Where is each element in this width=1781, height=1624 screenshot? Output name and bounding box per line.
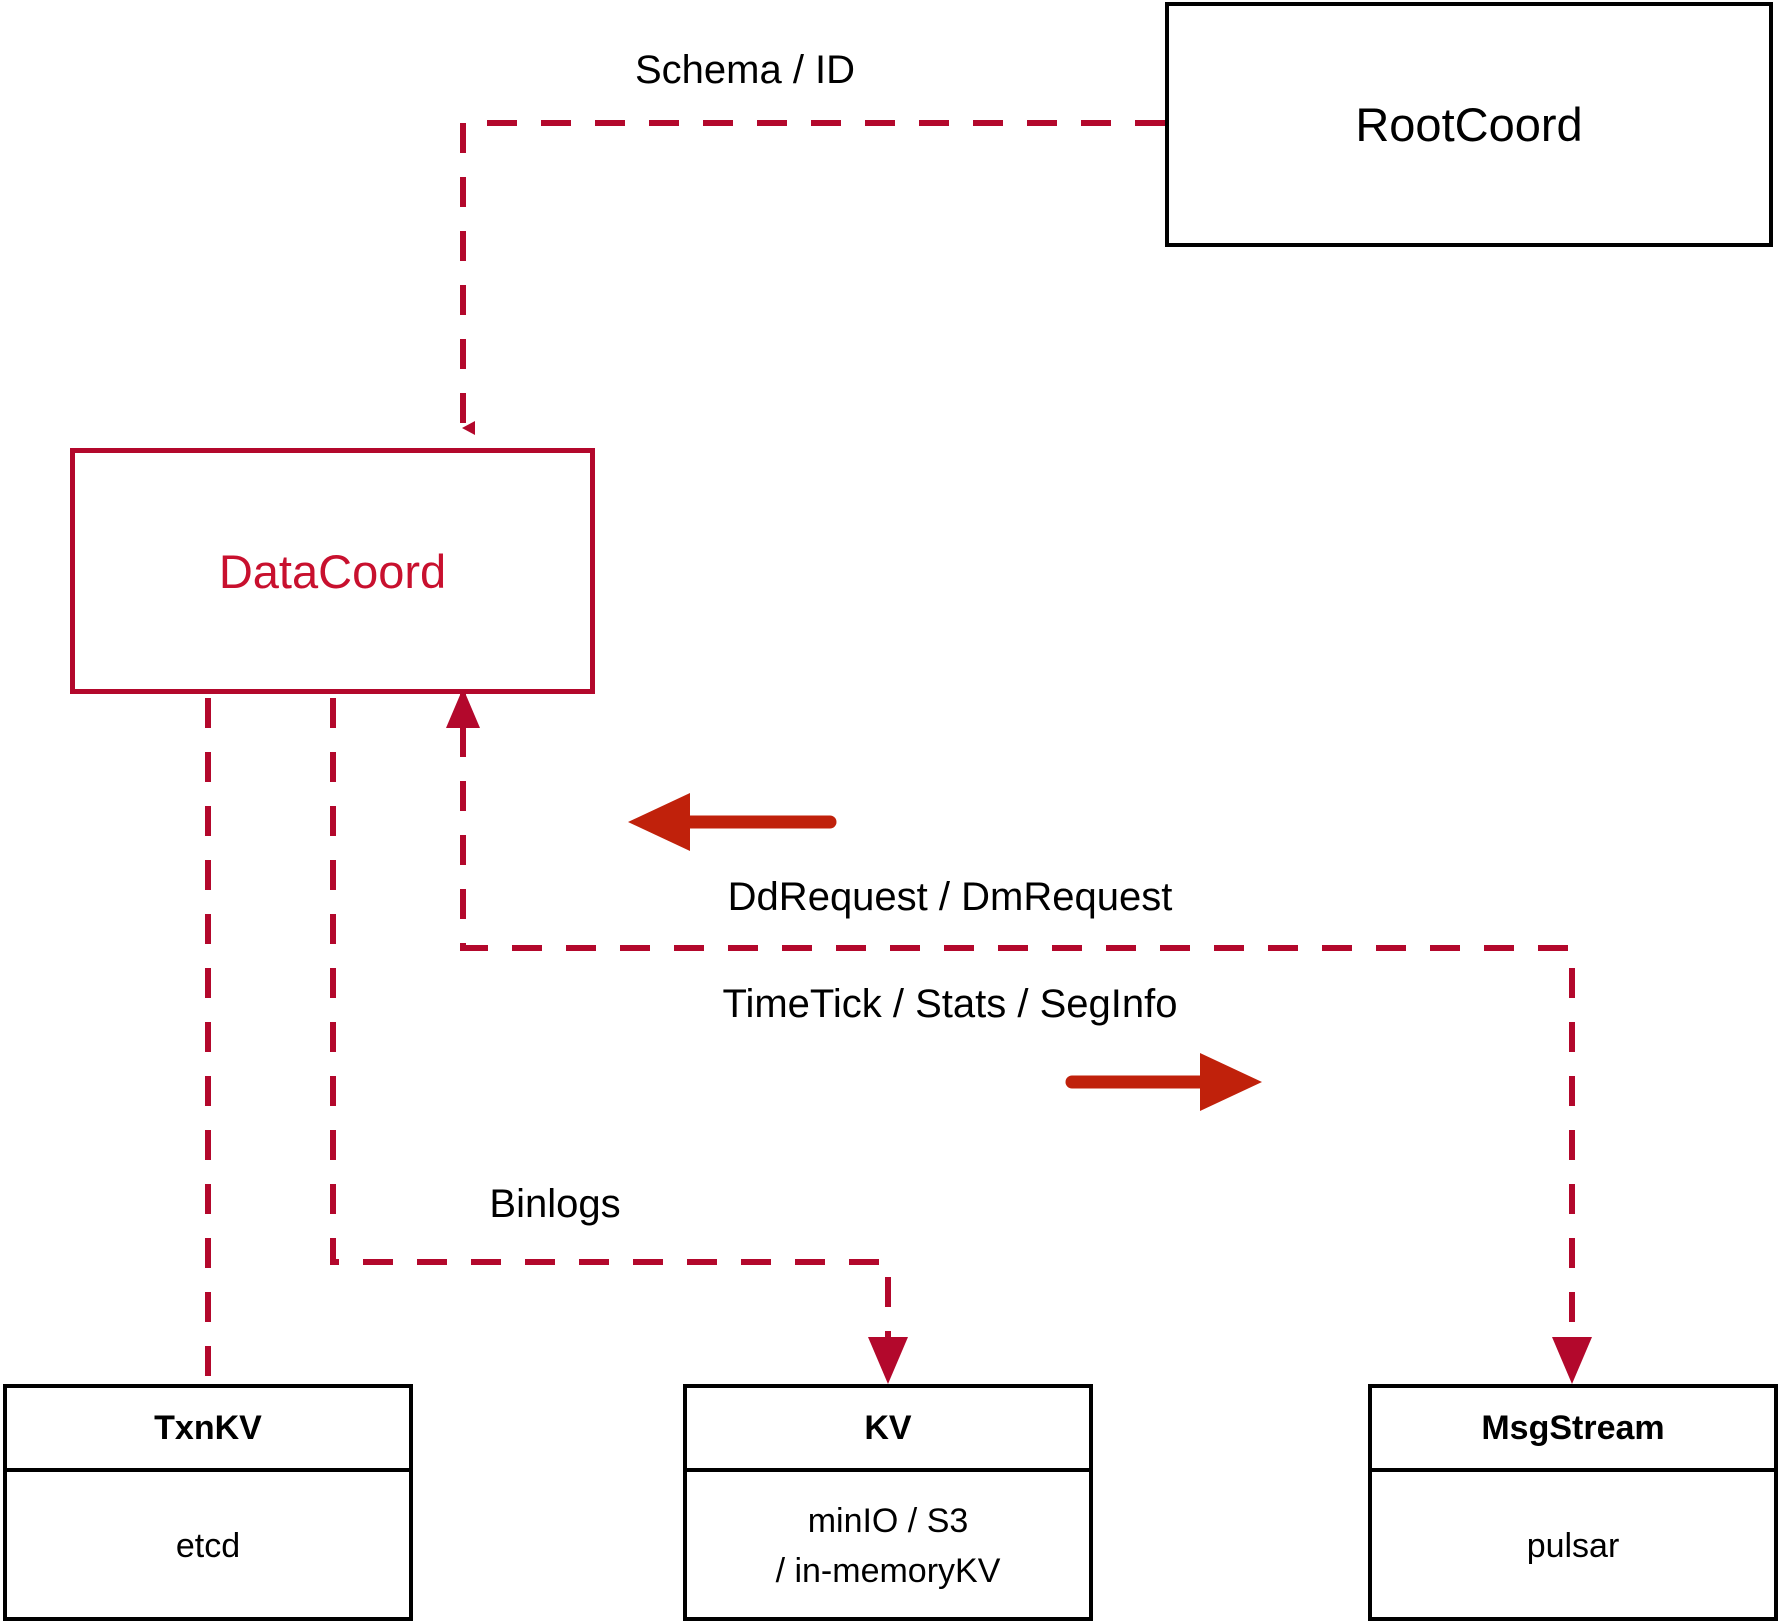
node-txn-kv[interactable]: TxnKV etcd <box>3 1384 413 1621</box>
node-data-coord[interactable]: DataCoord <box>70 448 595 694</box>
data-coord-label: DataCoord <box>218 544 447 598</box>
txn-kv-title: TxnKV <box>154 1408 262 1447</box>
edge-schema-id <box>460 120 1165 435</box>
node-kv[interactable]: KV minIO / S3 / in-memoryKV <box>683 1384 1093 1621</box>
kv-title: KV <box>864 1408 912 1447</box>
edge-label-schema-id: Schema / ID <box>634 48 856 92</box>
msg-stream-body: pulsar <box>1372 1468 1774 1621</box>
edge-label-dd-dm-request: DdRequest / DmRequest <box>727 875 1173 919</box>
edge-label-timetick-stats-seginfo: TimeTick / Stats / SegInfo <box>722 982 1178 1026</box>
node-msg-stream[interactable]: MsgStream pulsar <box>1368 1384 1778 1621</box>
kv-body-line-1: minIO / S3 <box>807 1502 969 1541</box>
edge-label-binlogs: Binlogs <box>489 1182 621 1226</box>
edge-msgstream-bus <box>446 673 1592 1384</box>
direction-arrow-right <box>1065 1053 1262 1111</box>
kv-body-line-2: / in-memoryKV <box>775 1551 1001 1590</box>
txn-kv-body: etcd <box>7 1468 409 1621</box>
msg-stream-title: MsgStream <box>1481 1408 1665 1447</box>
direction-arrow-left <box>628 793 837 851</box>
edge-binlogs <box>330 698 908 1384</box>
root-coord-label: RootCoord <box>1355 98 1583 151</box>
node-root-coord[interactable]: RootCoord <box>1165 2 1773 247</box>
kv-body: minIO / S3 / in-memoryKV <box>687 1468 1089 1621</box>
